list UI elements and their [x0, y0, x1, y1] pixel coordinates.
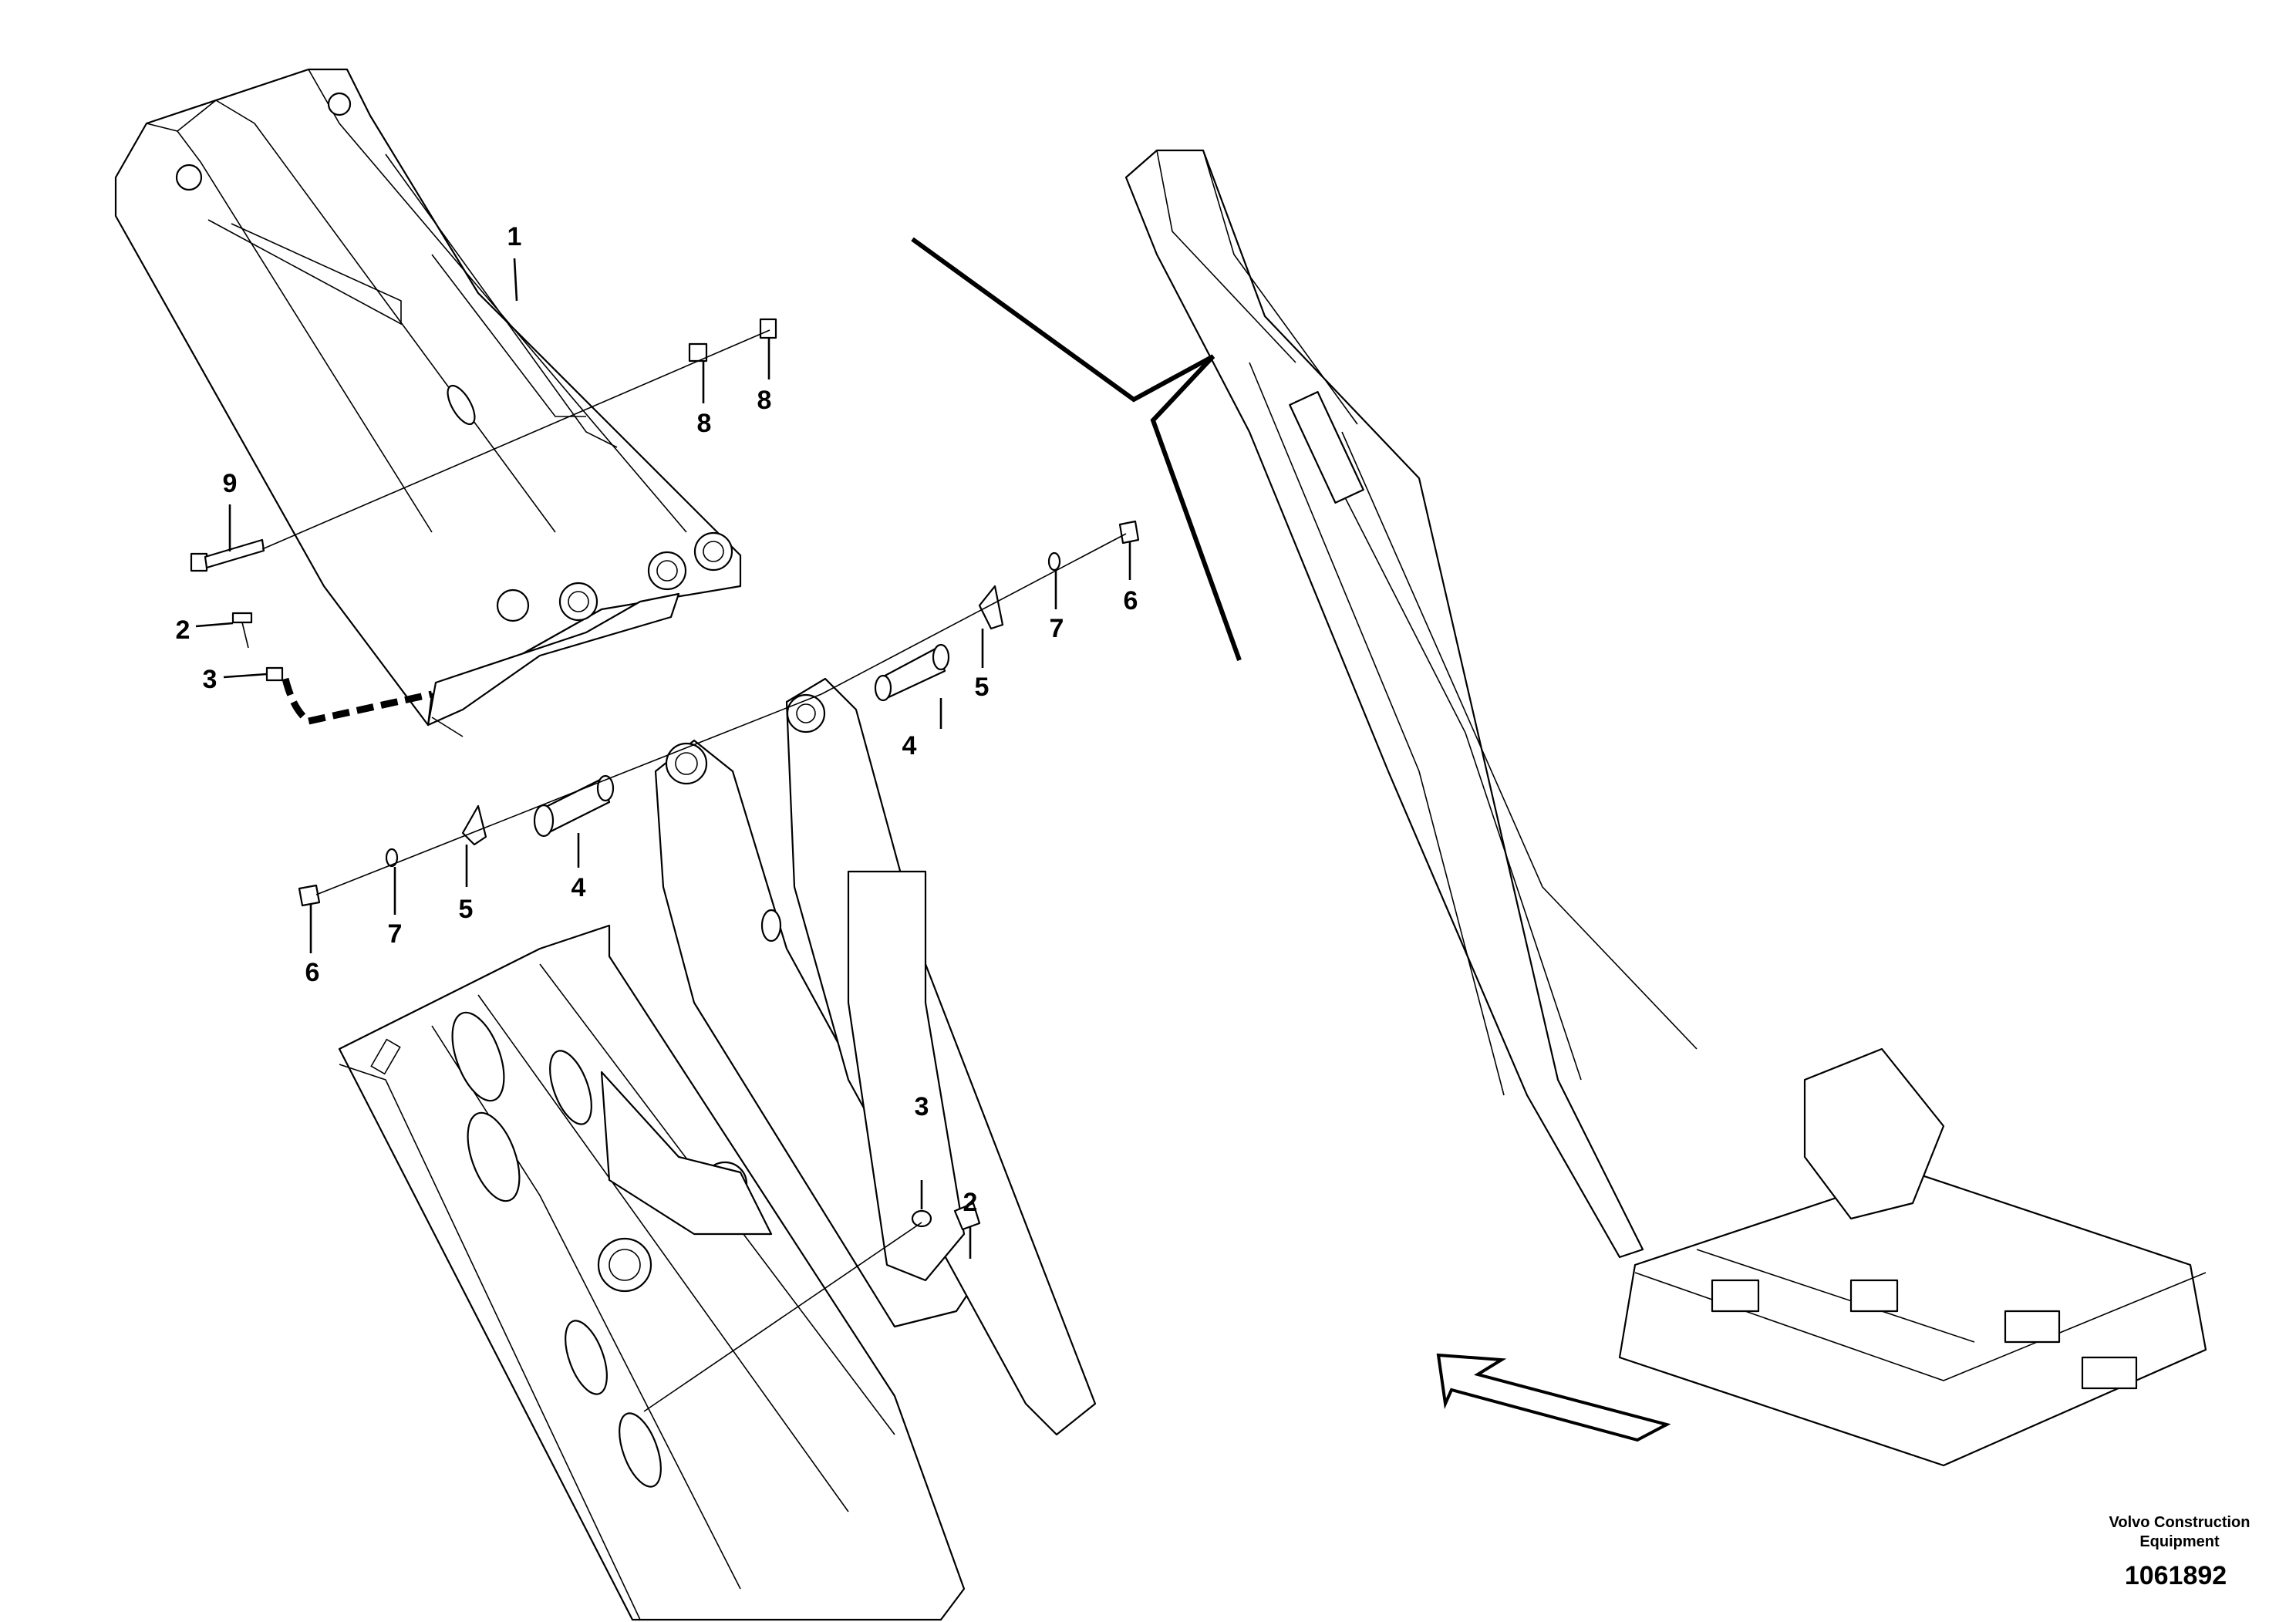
hose-connection: [282, 677, 433, 725]
lock-plate-right: [978, 585, 1004, 630]
long-bolt: [190, 538, 265, 572]
callout-3-upper: 3: [203, 665, 217, 694]
callout-2-lower: 2: [963, 1188, 978, 1217]
callout-4-right: 4: [902, 731, 917, 760]
brand-line-1: Volvo Construction: [2109, 1514, 2250, 1531]
brand-line-2: Equipment: [2139, 1533, 2220, 1550]
callout-5-right: 5: [975, 673, 990, 702]
callout-leaders: [195, 258, 1131, 1259]
break-line: [911, 237, 1242, 662]
sleeve-lower: [911, 1209, 932, 1228]
bushing-right: [874, 643, 950, 702]
bolt-upper: [231, 612, 253, 649]
upper-boom-assembly: [114, 68, 742, 737]
bolt-lower: [953, 1202, 981, 1231]
callout-5-left: 5: [459, 895, 474, 924]
callout-2-upper: 2: [176, 615, 190, 645]
nut-right: [759, 318, 777, 339]
bushing-left: [533, 774, 615, 838]
callout-9: 9: [223, 469, 238, 498]
callout-6-right: 6: [1124, 586, 1138, 615]
lower-boom-assembly: [338, 924, 966, 1621]
document-number: 1061892: [2125, 1561, 2227, 1590]
link-arm-middle: [847, 870, 966, 1282]
full-machine-view: [1124, 149, 2207, 1467]
bolt-right: [1118, 520, 1140, 545]
washer-right: [1047, 551, 1061, 572]
callout-1: 1: [507, 222, 522, 251]
washer-left: [385, 848, 399, 868]
sleeve-upper: [265, 666, 284, 682]
view-direction-arrow-icon: [1436, 1353, 1671, 1442]
callout-8-left: 8: [697, 409, 712, 438]
bolt-left: [298, 884, 321, 907]
callout-4-left: 4: [571, 873, 586, 902]
callout-6-left: 6: [305, 958, 320, 987]
callout-3-lower: 3: [915, 1092, 929, 1121]
callout-8-right: 8: [757, 386, 772, 415]
lock-plate-left: [461, 804, 487, 846]
callout-7-right: 7: [1050, 614, 1064, 643]
callout-7-left: 7: [388, 919, 403, 949]
